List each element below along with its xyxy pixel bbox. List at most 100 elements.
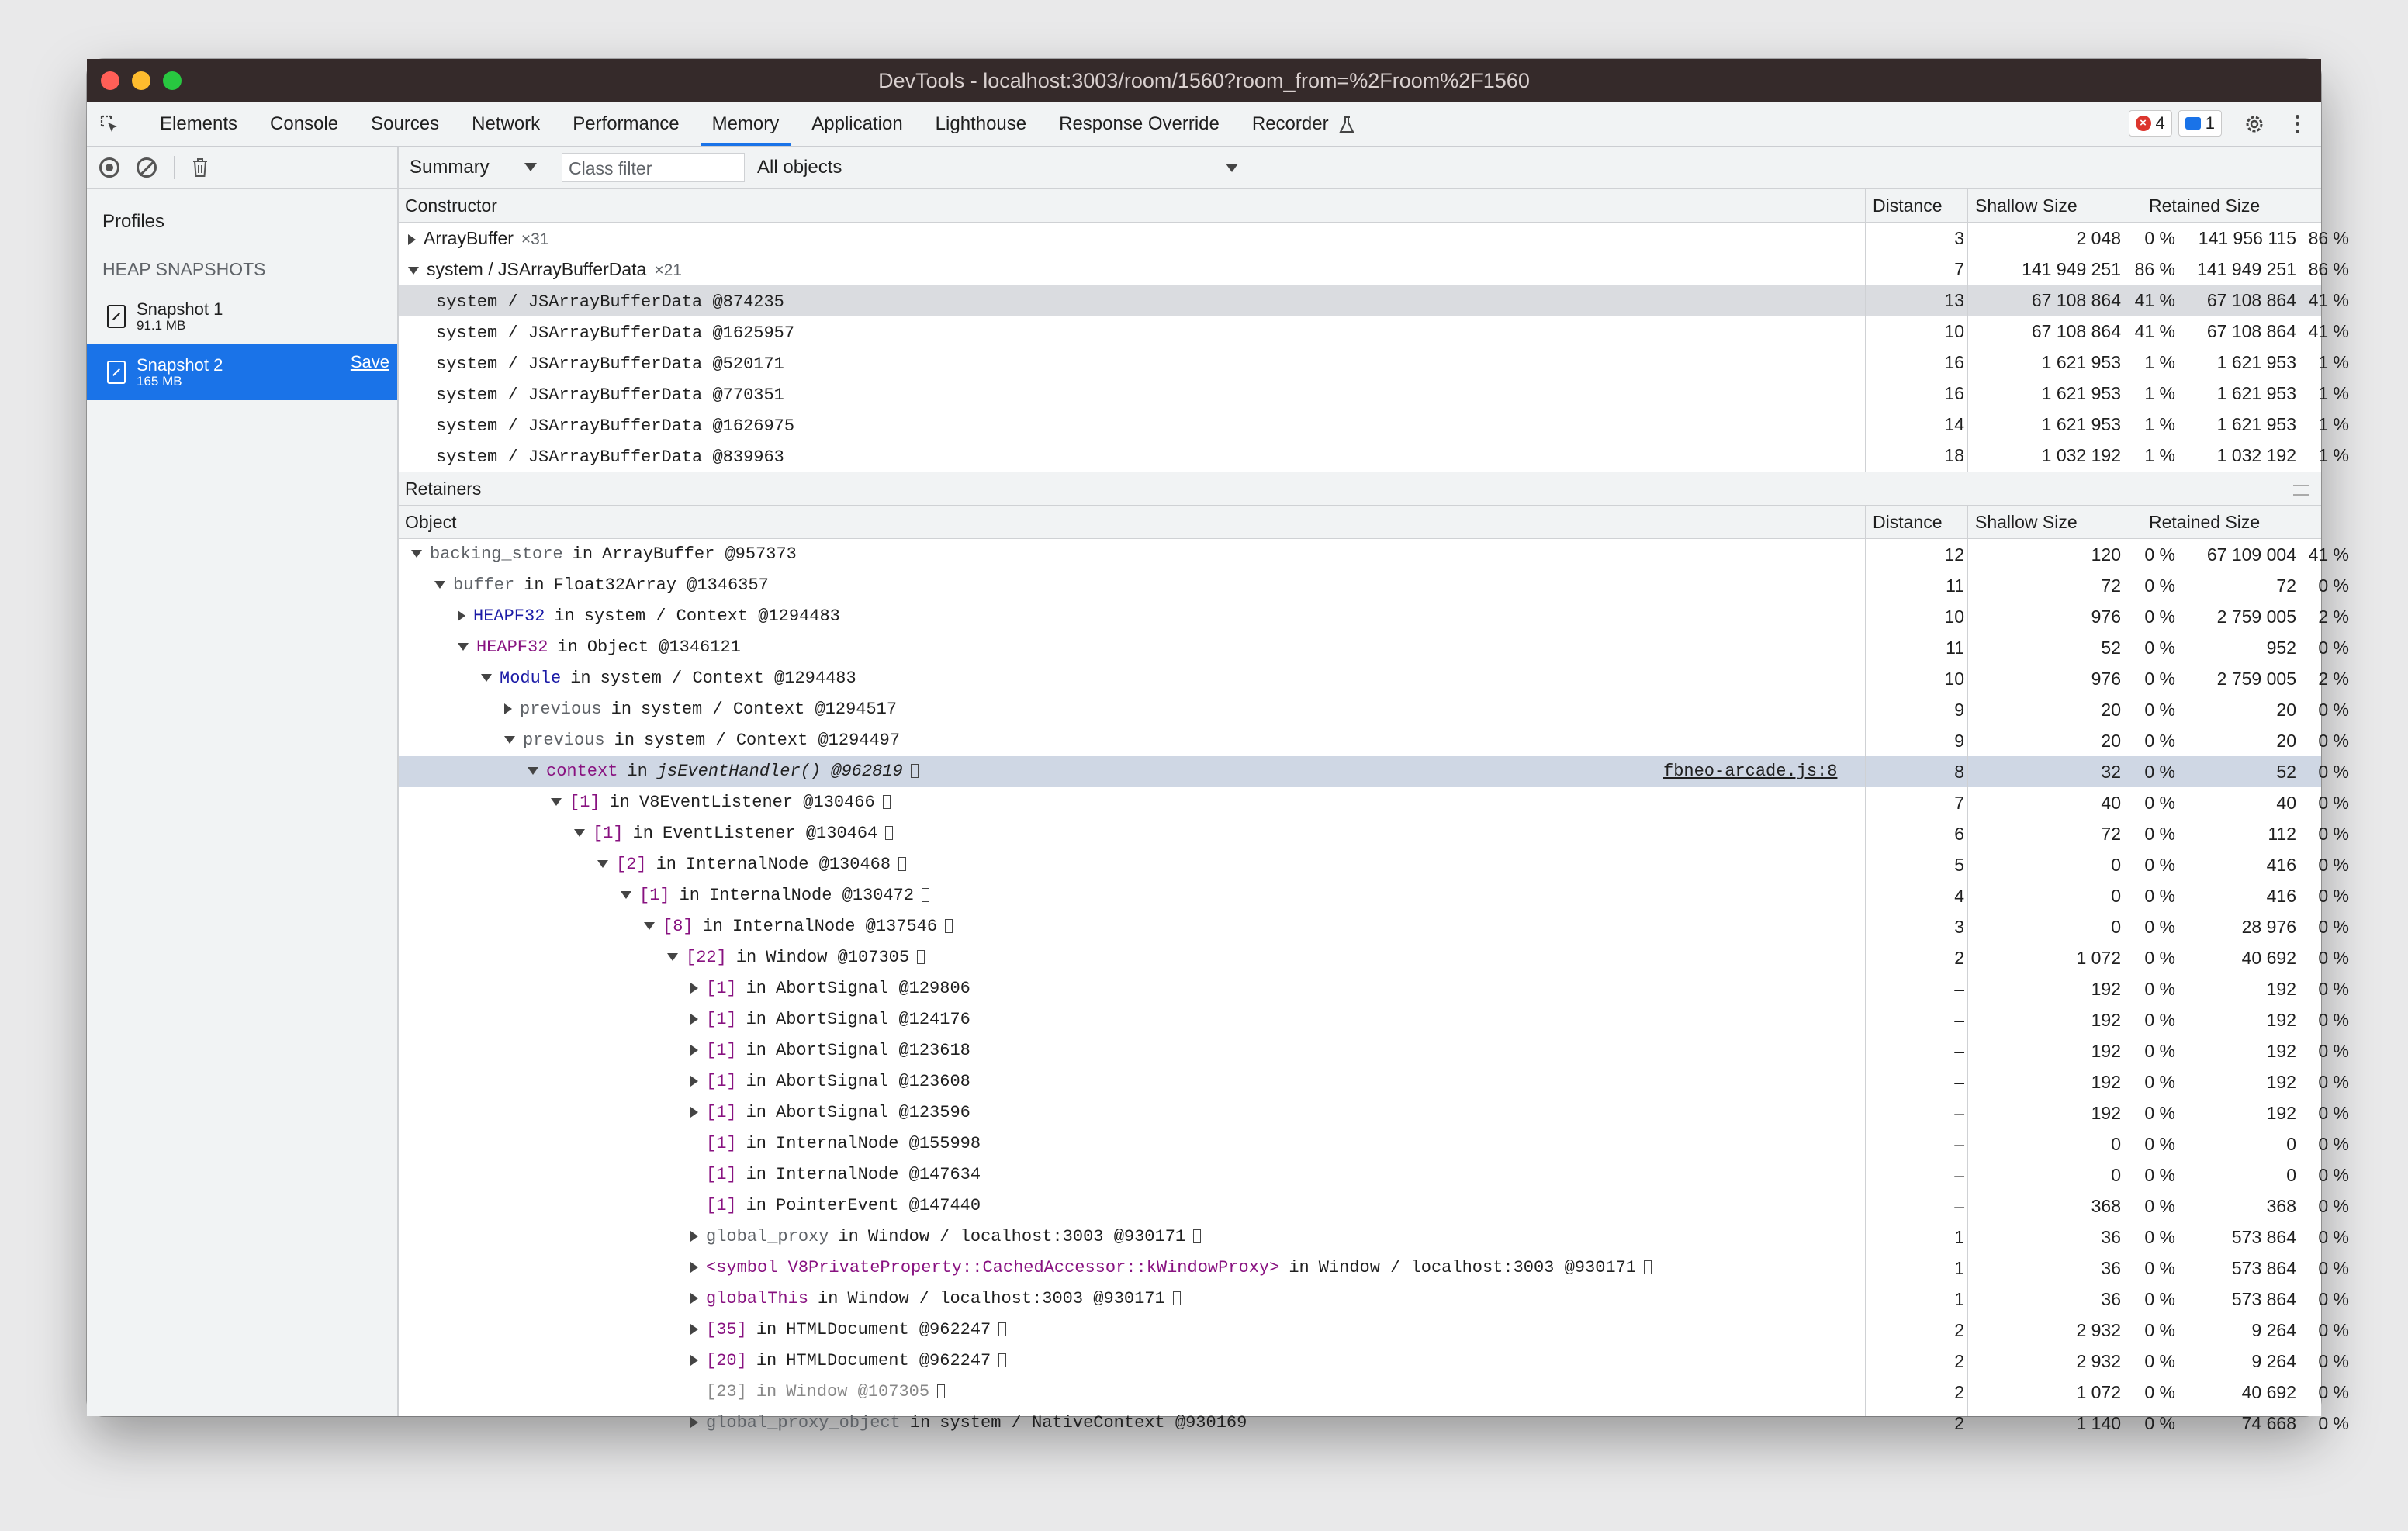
tab-memory[interactable]: Memory	[696, 102, 796, 146]
reveal-node-icon[interactable]	[937, 1384, 946, 1399]
collapse-arrow-icon[interactable]	[434, 581, 445, 589]
tab-sources[interactable]: Sources	[371, 113, 440, 134]
expand-arrow-icon[interactable]	[690, 1076, 698, 1087]
errors-badge[interactable]: ×4	[2128, 110, 2172, 137]
expand-arrow-icon[interactable]	[690, 1045, 698, 1056]
resize-grip-icon[interactable]	[2293, 485, 2309, 496]
reveal-node-icon[interactable]	[922, 888, 930, 903]
close-window-button[interactable]	[101, 71, 119, 90]
zoom-window-button[interactable]	[163, 71, 182, 90]
tab-performance[interactable]: Performance	[573, 113, 680, 134]
collapse-arrow-icon[interactable]	[644, 922, 655, 931]
trash-icon[interactable]	[192, 157, 209, 178]
retained-column-header[interactable]: Retained Size	[2149, 512, 2261, 532]
object-column-header[interactable]: Object	[405, 512, 457, 532]
tab-elements[interactable]: Elements	[160, 113, 238, 134]
expand-arrow-icon[interactable]	[690, 983, 698, 994]
shallow-column-header[interactable]: Shallow Size	[1975, 195, 2078, 216]
reveal-node-icon[interactable]	[1193, 1229, 1202, 1244]
collapse-arrow-icon[interactable]	[621, 891, 631, 900]
expand-arrow-icon[interactable]	[458, 610, 465, 622]
collapse-arrow-icon[interactable]	[551, 798, 562, 807]
record-icon[interactable]	[99, 157, 119, 178]
tab-network[interactable]: Network	[472, 113, 541, 134]
expand-arrow-icon[interactable]	[690, 1417, 698, 1429]
distance-column-header[interactable]: Distance	[1873, 195, 1943, 216]
view-select[interactable]: Summary	[399, 157, 545, 178]
collapse-arrow-icon[interactable]	[411, 550, 422, 558]
collapse-arrow-icon[interactable]	[481, 674, 492, 683]
tab-recorder[interactable]: Recorder	[1236, 102, 1372, 146]
collapse-arrow-icon[interactable]	[597, 860, 608, 869]
settings-gear-icon[interactable]	[2244, 113, 2265, 135]
tab-response-override[interactable]: Response Override	[1059, 113, 1220, 134]
tab-application[interactable]: Application	[811, 113, 903, 134]
reveal-node-icon[interactable]	[998, 1322, 1007, 1337]
snapshot-2[interactable]: Snapshot 2 165 MB Save	[87, 344, 397, 400]
inspect-element-icon[interactable]	[99, 114, 119, 134]
expand-arrow-icon[interactable]	[690, 1293, 698, 1305]
reveal-node-icon[interactable]	[945, 919, 953, 934]
expand-arrow-icon[interactable]	[690, 1262, 698, 1274]
expand-arrow-icon[interactable]	[690, 1014, 698, 1025]
collapse-arrow-icon[interactable]	[408, 266, 419, 275]
save-snapshot-link[interactable]: Save	[350, 352, 389, 372]
objects-filter-select[interactable]: All objects	[757, 157, 1238, 178]
reveal-node-icon[interactable]	[885, 826, 894, 841]
minimize-window-button[interactable]	[132, 71, 150, 90]
tab-console[interactable]: Console	[270, 113, 339, 134]
reveal-node-icon[interactable]	[898, 857, 907, 872]
collapse-arrow-icon[interactable]	[528, 767, 538, 776]
collapse-arrow-icon[interactable]	[574, 829, 585, 838]
more-options-icon[interactable]	[2293, 113, 2301, 135]
reveal-node-icon[interactable]	[1644, 1260, 1652, 1275]
reveal-node-icon[interactable]	[917, 950, 925, 965]
tab-lighthouse[interactable]: Lighthouse	[935, 113, 1027, 134]
reveal-node-icon[interactable]	[998, 1353, 1007, 1368]
class-filter-input[interactable]: Class filter	[562, 153, 745, 182]
snapshot-1[interactable]: Snapshot 1 91.1 MB	[87, 289, 397, 344]
retainer-row[interactable]: <symbol V8PrivateProperty::CachedAccesso…	[399, 1253, 2349, 1284]
reveal-node-icon[interactable]	[910, 764, 919, 779]
expand-arrow-icon[interactable]	[408, 233, 416, 245]
shallow-column-header[interactable]: Shallow Size	[1975, 512, 2078, 532]
collapse-arrow-icon[interactable]	[458, 643, 469, 651]
retained-column-header[interactable]: Retained Size	[2149, 195, 2261, 216]
expand-arrow-icon[interactable]	[690, 1355, 698, 1367]
reveal-node-icon[interactable]	[1172, 1291, 1181, 1306]
constructor-column-header[interactable]: Constructor	[405, 195, 497, 216]
expand-arrow-icon[interactable]	[504, 703, 512, 715]
